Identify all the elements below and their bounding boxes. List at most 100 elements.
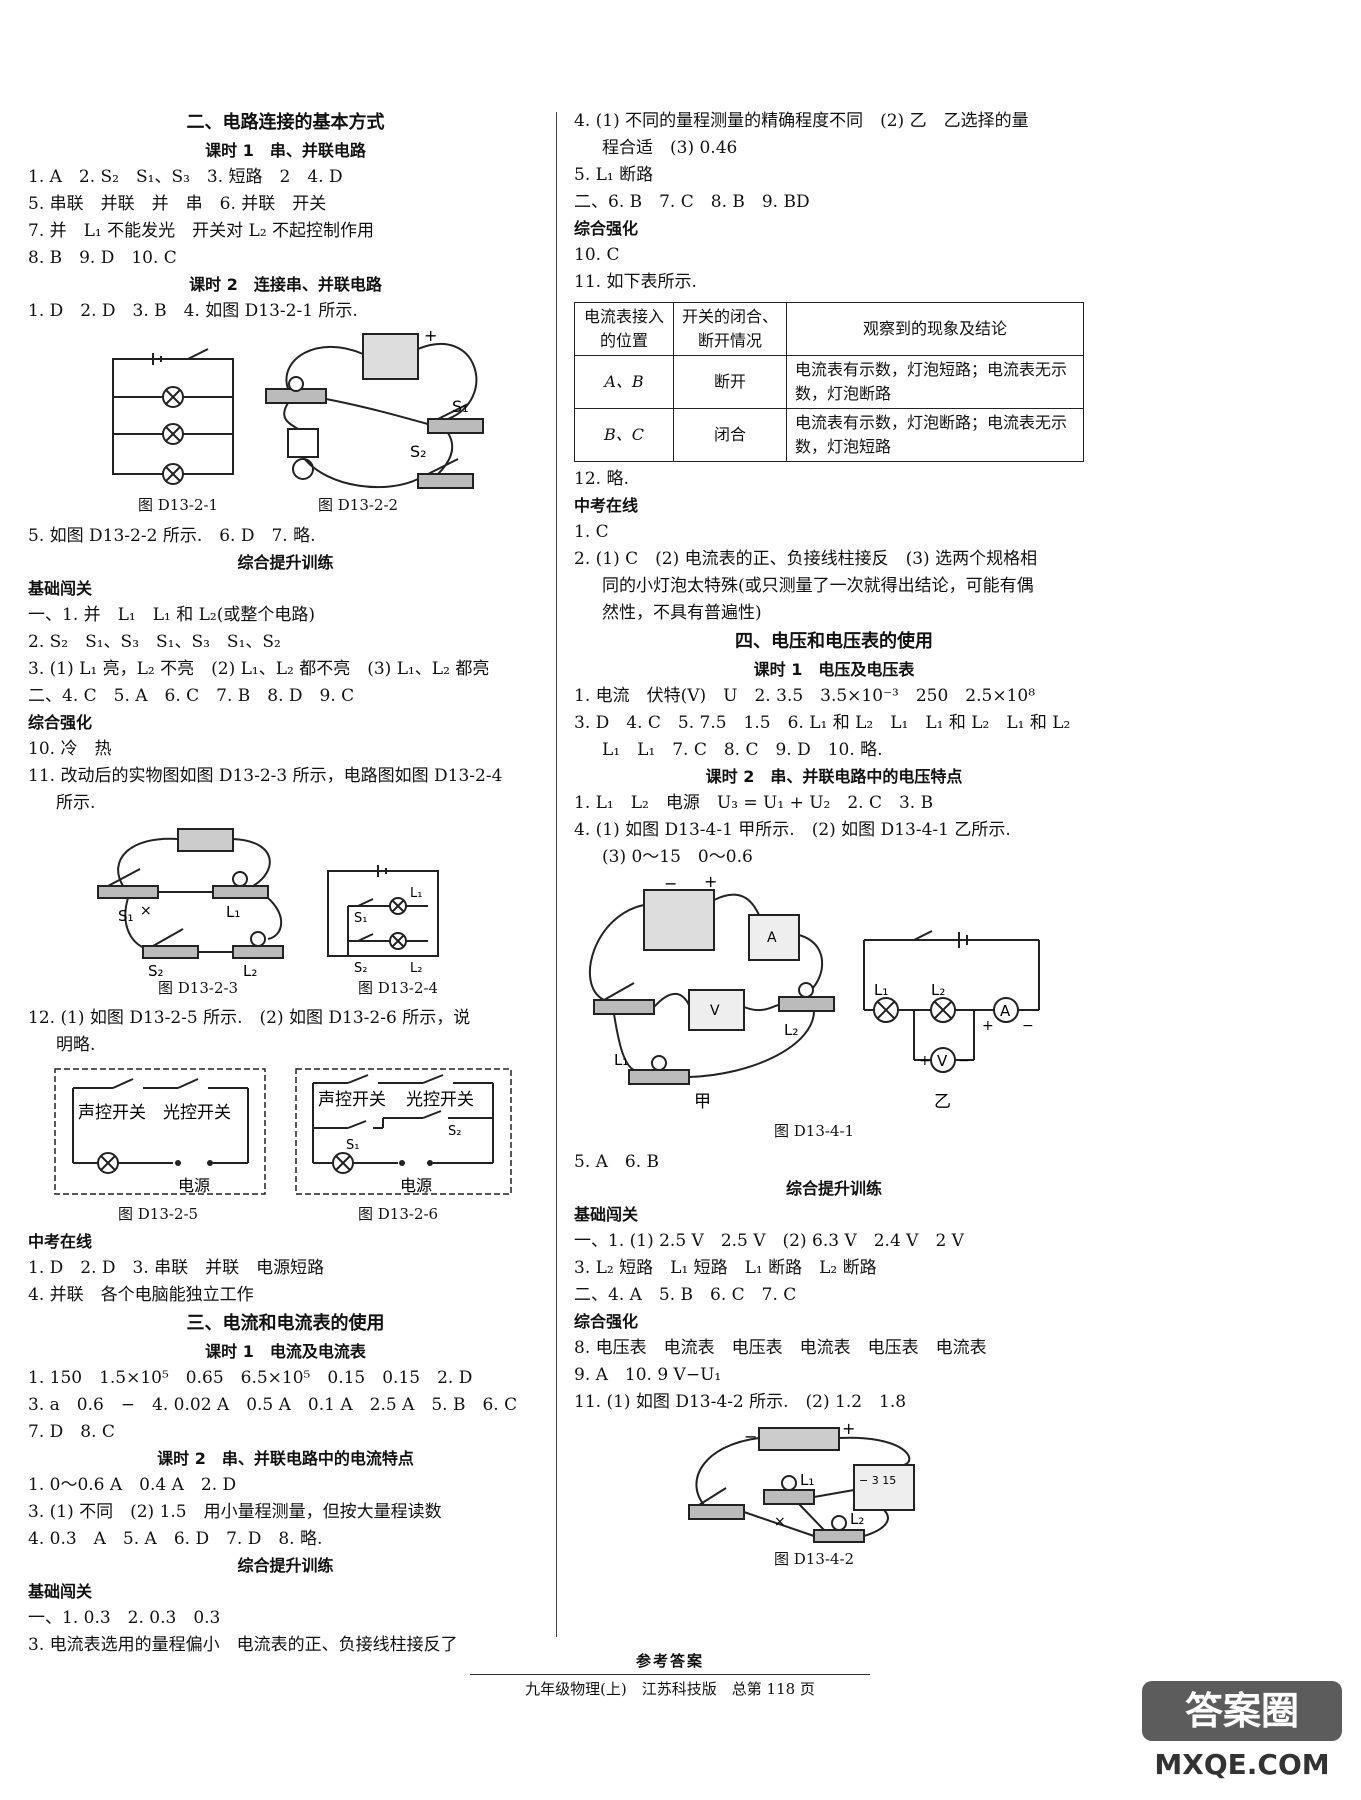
left-column: 二、电路连接的基本方式 课时 1 串、并联电路 1. A 2. S₂ S₁、S₃… [28, 108, 543, 1659]
l1-label: L₁ [226, 903, 240, 921]
minus-label: − [664, 875, 677, 893]
answer-line: 5. 如图 D13-2-2 所示. 6. D 7. 略. [28, 526, 316, 546]
answer-line: 明略. [56, 1035, 96, 1055]
subsection-title: 综合强化 [574, 219, 639, 238]
figure-caption: 图 D13-2-3 [158, 979, 239, 997]
answer-line: 12. 略. [574, 469, 629, 489]
answer-line: 2. S₂ S₁、S₃ S₁、S₃ S₁、S₂ [28, 632, 281, 652]
answer-line: 5. L₁ 断路 [574, 165, 654, 185]
light-switch-label: 光控开关 [163, 1103, 231, 1123]
lesson-title: 课时 2 连接串、并联电路 [189, 275, 382, 294]
answer-line: 10. C [574, 245, 620, 265]
table-header-row: 电流表接入的位置 开关的闭合、断开情况 观察到的现象及结论 [574, 302, 1084, 356]
figure-d13-2-5-6: 声控开关 光控开关 电源 声控开关 光控开关 S₁ S₂ 电源 图 D13-2-… [28, 1063, 543, 1225]
figure-d13-4-1: − + A V L₂ L₁ L₁ L₂ A V + − + − 甲 乙 图 D1… [574, 872, 1094, 1145]
answer-line: 二、4. A 5. B 6. C 7. C [574, 1285, 797, 1305]
table-cell: 闭合 [673, 408, 787, 462]
answer-line: 所示. [56, 793, 96, 813]
lesson-title: 课时 1 电流及电流表 [205, 1342, 366, 1361]
answer-line: 11. 如下表所示. [574, 272, 697, 292]
answer-line: 3. 电流表选用的量程偏小 电流表的正、负接线柱接反了 [28, 1635, 458, 1655]
s1-label: S₁ [452, 397, 469, 416]
answer-line: 1. 150 1.5×10⁵ 0.65 6.5×10⁵ 0.15 0.15 2.… [28, 1368, 473, 1388]
answer-line: 7. D 8. C [28, 1422, 115, 1442]
break-mark: × [774, 1514, 786, 1530]
answer-line: 二、4. C 5. A 6. C 7. B 8. D 9. C [28, 686, 355, 706]
minus-label: − [744, 1427, 757, 1446]
lesson-title: 课时 2 串、并联电路中的电压特点 [705, 767, 963, 786]
light-switch-label: 光控开关 [406, 1090, 474, 1110]
training-title: 综合提升训练 [785, 1179, 882, 1198]
voltmeter-label: V [937, 1052, 948, 1070]
figure-part-label: 甲 [694, 1092, 711, 1112]
answer-line: 一、1. 并 L₁ L₁ 和 L₂(或整个电路) [28, 605, 316, 625]
answer-line: 3. a 0.6 − 4. 0.02 A 0.5 A 0.1 A 2.5 A 5… [28, 1395, 518, 1415]
circuit-diagram: + S₁ S₂ [112, 326, 484, 489]
table-row: A、B 断开 电流表有示数，灯泡短路；电流表无示数，灯泡断路 [574, 355, 1084, 409]
s1-label: S₁ [346, 1138, 359, 1153]
l2-label: L₂ [850, 1510, 864, 1528]
section-title: 二、电路连接的基本方式 [186, 112, 385, 133]
table-header: 电流表接入的位置 [574, 302, 674, 356]
l1-label: L₁ [614, 1051, 628, 1069]
answer-line: 8. B 9. D 10. C [28, 248, 177, 268]
ammeter-label: A [767, 930, 777, 946]
answer-line: 5. A 6. B [574, 1152, 660, 1172]
subsection-title: 基础闯关 [28, 1582, 93, 1601]
sound-switch-label: 声控开关 [78, 1103, 146, 1123]
voltmeter-label: V [710, 1003, 720, 1019]
plus-label: + [424, 329, 437, 345]
answer-line: (3) 0～15 0～0.6 [602, 847, 753, 867]
table-header: 开关的闭合、断开情况 [673, 302, 787, 356]
figure-caption: 图 D13-2-1 [138, 496, 219, 514]
lesson-title: 课时 1 串、并联电路 [205, 141, 366, 160]
watermark-text: 答案圈 [1185, 1689, 1299, 1733]
figure-d13-2-3-4: S₁ × L₁ S₂ L₂ S₁ L₁ S₂ L₂ 图 D13-2-3 图 D1… [28, 821, 543, 1001]
right-column: 4. (1) 不同的量程测量的精确程度不同 (2) 乙 乙选择的量 程合适 (3… [574, 108, 1094, 1574]
answer-line: 10. 冷 热 [28, 739, 112, 759]
meter-scale-label: − 3 15 [859, 1474, 896, 1487]
table-header: 观察到的现象及结论 [786, 302, 1084, 356]
training-title: 综合提升训练 [237, 553, 334, 572]
table-cell: 断开 [673, 355, 787, 409]
plus-label: + [704, 875, 717, 891]
answer-line: 4. 并联 各个电脑能独立工作 [28, 1285, 254, 1305]
watermark-logo: 答案圈 MXQE.COM [1137, 1676, 1347, 1786]
table-cell: A、B [574, 355, 674, 409]
l2-label: L₂ [410, 961, 422, 976]
l1-label: L₁ [874, 981, 888, 999]
answer-line: 11. 改动后的实物图如图 D13-2-3 所示，电路图如图 D13-2-4 [28, 766, 503, 786]
plus-label: + [982, 1018, 994, 1034]
answer-line: 1. D 2. D 3. 串联 并联 电源短路 [28, 1258, 325, 1278]
subsection-title: 中考在线 [28, 1232, 93, 1251]
figure-d13-4-2: − + − 3 15 L₁ L₂ × 图 D13-4-2 [574, 1419, 1094, 1570]
subsection-title: 综合强化 [28, 713, 93, 732]
subsection-title: 基础闯关 [574, 1205, 639, 1224]
answer-line: L₁ L₁ 7. C 8. C 9. D 10. 略. [602, 740, 883, 760]
answer-line: 1. A 2. S₂ S₁、S₃ 3. 短路 2 4. D [28, 167, 343, 187]
sound-switch-label: 声控开关 [318, 1090, 386, 1110]
results-table: 电流表接入的位置 开关的闭合、断开情况 观察到的现象及结论 A、B 断开 电流表… [574, 302, 1084, 462]
l1-label: L₁ [410, 886, 422, 901]
answer-line: 9. A 10. 9 V−U₁ [574, 1365, 722, 1385]
circuit-diagram: S₁ × L₁ S₂ L₂ S₁ L₁ S₂ L₂ [97, 828, 439, 980]
answer-line: 同的小灯泡太特殊(或只测量了一次就得出结论，可能有偶 [602, 576, 1034, 596]
figure-part-label: 乙 [934, 1092, 951, 1112]
answer-line: 一、1. (1) 2.5 V 2.5 V (2) 6.3 V 2.4 V 2 V [574, 1231, 964, 1251]
power-label: 电源 [178, 1176, 210, 1195]
l1-label: L₁ [800, 1471, 814, 1489]
answer-line: 3. (1) L₁ 亮，L₂ 不亮 (2) L₁、L₂ 都不亮 (3) L₁、L… [28, 659, 490, 679]
s2-label: S₂ [354, 961, 367, 976]
answer-line: 1. C [574, 522, 609, 542]
answer-line: 2. (1) C (2) 电流表的正、负接线柱接反 (3) 选两个规格相 [574, 549, 1038, 569]
table-row: B、C 闭合 电流表有示数，灯泡断路；电流表无示数，灯泡短路 [574, 408, 1084, 462]
answer-line: 一、1. 0.3 2. 0.3 0.3 [28, 1608, 221, 1628]
figure-d13-2-1-2: + S₁ S₂ 图 D13-2-1 图 D13-2-2 [28, 326, 543, 519]
answer-line: 1. 电流 伏特(V) U 2. 3.5 3.5×10⁻³ 250 2.5×10… [574, 686, 1036, 706]
section-title: 三、电流和电流表的使用 [186, 1313, 385, 1334]
figure-caption: 图 D13-2-6 [358, 1205, 439, 1223]
answer-line: 1. D 2. D 3. B 4. 如图 D13-2-1 所示. [28, 301, 358, 321]
table-cell: B、C [574, 408, 674, 462]
answer-line: 4. (1) 如图 D13-4-1 甲所示. (2) 如图 D13-4-1 乙所… [574, 820, 1011, 840]
s1-label: S₁ [354, 911, 367, 926]
